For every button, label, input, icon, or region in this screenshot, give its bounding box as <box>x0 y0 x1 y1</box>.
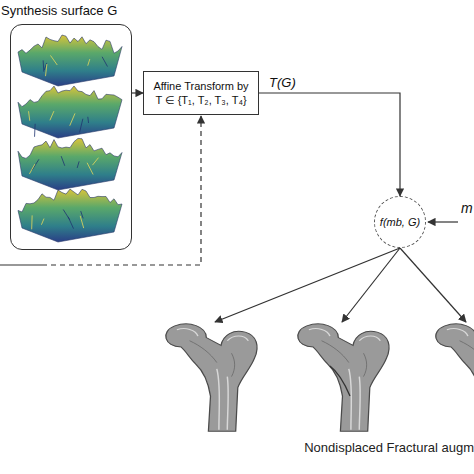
process-box: Affine Transform byT ∈ {T₁, T₂, T₃, T₄} <box>143 71 259 115</box>
box-heading: Synthesis surface G <box>1 3 117 18</box>
function-circle: f(mb, G) <box>374 196 426 248</box>
terrain-ridge <box>29 164 34 174</box>
terrain-surface <box>18 35 122 86</box>
output-arrow <box>215 248 400 322</box>
output-arrow <box>400 248 466 322</box>
input-label: m <box>461 200 473 216</box>
terrain-ridge <box>50 111 54 120</box>
terrain-ridge <box>31 215 32 229</box>
surface-box: Synthesis surface G <box>10 24 132 250</box>
node-text: Affine Transform by <box>153 80 248 93</box>
terrain-ridge <box>80 119 83 133</box>
connector-arrow <box>132 92 143 93</box>
terrain-surface <box>18 189 122 242</box>
fracture-line <box>330 366 350 396</box>
node-text: T ∈ {T₁, T₂, T₃, T₄} <box>155 93 246 107</box>
terrain-ridge <box>87 117 89 123</box>
edge-label: T(G) <box>269 75 296 90</box>
terrain-surfaces <box>18 35 122 242</box>
femur-model <box>436 324 474 431</box>
terrain-surface <box>18 138 122 190</box>
terrain-ridge <box>102 57 107 67</box>
terrain-ridge <box>77 161 79 168</box>
terrain-ridge <box>68 217 73 229</box>
dashed-loop <box>42 116 201 265</box>
terrain-ridge <box>46 64 47 76</box>
terrain-ridge <box>41 219 44 225</box>
terrain-ridge <box>81 211 83 218</box>
femur-model <box>166 324 257 431</box>
terrain-ridge <box>34 124 36 137</box>
terrain-surface <box>18 86 122 138</box>
input-arrow <box>428 221 458 222</box>
terrain-ridge <box>92 158 98 165</box>
terrain-ridge <box>29 111 30 121</box>
output-arrow <box>342 248 400 322</box>
loop-line <box>0 264 42 265</box>
femur-model <box>298 324 389 431</box>
terrain-ridge <box>88 59 90 66</box>
node-text: f(mb, G) <box>380 216 420 228</box>
terrain-ridge <box>87 163 93 175</box>
connector-arrow <box>259 93 400 196</box>
terrain-ridge <box>32 159 39 170</box>
terrain-ridge <box>61 156 65 166</box>
terrain-ridge <box>50 55 57 65</box>
caption: Nondisplaced Fractural augm <box>304 440 474 455</box>
terrain-ridge <box>70 113 75 125</box>
